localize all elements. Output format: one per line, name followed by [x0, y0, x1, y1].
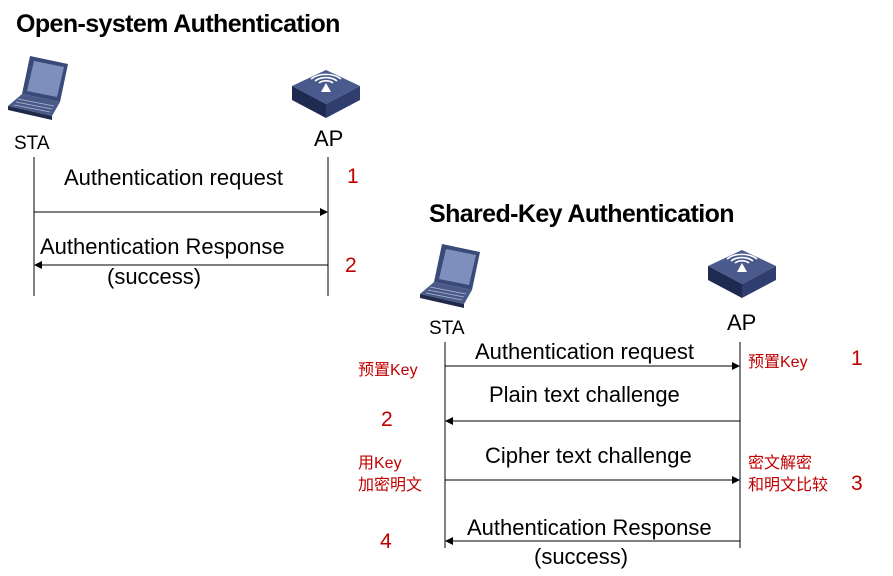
open-ap-label: AP [314, 126, 344, 151]
shared-step-3: 3 [851, 472, 863, 495]
shared-sta-note-encrypt-key: 用Key [358, 455, 402, 472]
shared-ap-note-decrypt: 密文解密 [748, 455, 813, 472]
shared-step-1: 1 [851, 347, 863, 370]
shared-sta-note-encrypt-plaintext: 加密明文 [358, 477, 423, 494]
shared-ap-note-preset-key: 预置Key [748, 354, 808, 371]
shared-msg-cipher-text-challenge: Cipher text challenge [485, 443, 692, 468]
open-step-1: 1 [347, 165, 359, 188]
shared-ap-note-compare: 和明文比较 [748, 477, 829, 494]
shared-ap-label: AP [727, 310, 757, 335]
shared-msg-plain-text-challenge: Plain text challenge [489, 382, 680, 407]
shared-msg-auth-request: Authentication request [475, 339, 694, 364]
shared-sta-note-preset-key: 预置Key [358, 362, 418, 379]
shared-msg-auth-response: Authentication Response [467, 515, 712, 540]
open-step-2: 2 [345, 254, 357, 277]
open-msg-auth-response-success: (success) [107, 264, 202, 289]
open-system-title: Open-system Authentication [16, 10, 340, 38]
shared-msg-auth-response-success: (success) [534, 544, 629, 569]
shared-sta-label: STA [429, 318, 465, 339]
open-sta-label: STA [14, 133, 50, 154]
shared-step-2: 2 [381, 408, 393, 431]
shared-step-4: 4 [380, 530, 392, 553]
shared-key-title: Shared-Key Authentication [429, 200, 735, 228]
open-msg-auth-request: Authentication request [64, 165, 283, 190]
open-msg-auth-response: Authentication Response [40, 234, 285, 259]
